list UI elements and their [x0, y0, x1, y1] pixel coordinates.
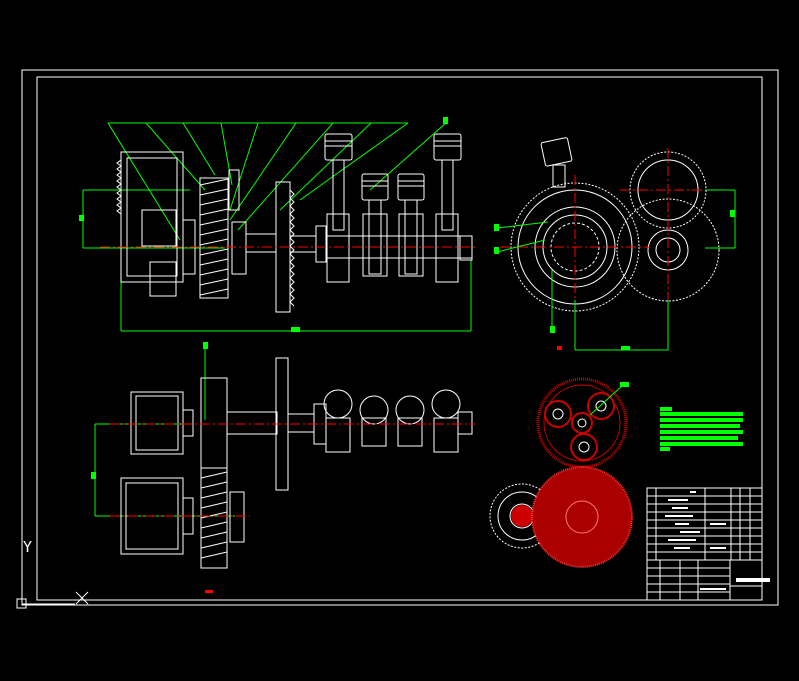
ucs-icon [16, 557, 89, 609]
top-end-view [494, 137, 736, 351]
planetary-gear-view [489, 377, 633, 568]
large-hatched-gear [531, 466, 633, 568]
top-main-gear [199, 169, 247, 299]
drawing-border [21, 69, 779, 606]
ucs-y-label: Y [23, 538, 32, 556]
technical-notes [660, 407, 743, 451]
top-end-centerlines [500, 148, 716, 320]
left-clutch-drum [116, 151, 196, 297]
top-leader-lines [82, 122, 472, 332]
title-block-fill [665, 491, 770, 590]
top-drivetrain-view [79, 117, 475, 332]
red-marker [557, 346, 562, 350]
top-pistons [324, 133, 472, 283]
top-end-leaders [496, 189, 736, 351]
title-block [646, 487, 763, 601]
bottom-drivetrain-view [91, 342, 475, 593]
top-leader-tags [79, 117, 448, 332]
